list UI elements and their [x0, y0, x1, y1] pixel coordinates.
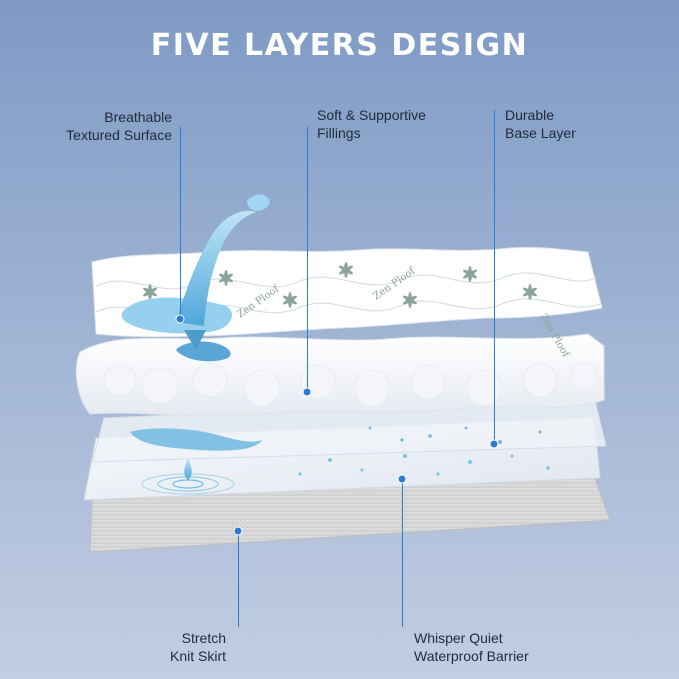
label-line: Knit Skirt: [169, 648, 226, 664]
leader-line-barrier: [402, 479, 403, 627]
water-puddle: [130, 428, 262, 451]
leader-dot-skirt: [233, 526, 243, 536]
leader-dot-surface: [175, 314, 185, 324]
label-fillings: Soft & Supportive Fillings: [317, 106, 487, 142]
leader-dot-base: [489, 439, 499, 449]
label-line: Durable: [505, 107, 555, 123]
label-knit-skirt: Stretch Knit Skirt: [80, 629, 226, 665]
page-title: FIVE LAYERS DESIGN: [150, 28, 529, 63]
label-line: Base Layer: [505, 125, 576, 141]
water-droplets: [298, 454, 550, 476]
label-base-layer: Durable Base Layer: [505, 106, 665, 142]
leader-line-skirt: [238, 531, 239, 627]
leader-line-surface: [180, 127, 181, 319]
leader-line-base: [494, 110, 495, 444]
label-line: Textured Surface: [66, 127, 172, 143]
label-line: Soft & Supportive: [317, 107, 426, 123]
label-line: Stretch: [181, 630, 226, 646]
label-line: Fillings: [317, 125, 361, 141]
label-line: Waterproof Barrier: [414, 648, 529, 664]
label-line: Whisper Quiet: [414, 630, 503, 646]
leader-dot-fillings: [302, 387, 312, 397]
leader-dot-barrier: [397, 474, 407, 484]
label-waterproof-barrier: Whisper Quiet Waterproof Barrier: [414, 629, 614, 665]
leader-line-fillings: [307, 127, 308, 392]
bamboo-leaf-pattern: [143, 262, 537, 308]
label-breathable-surface: Breathable Textured Surface: [20, 108, 172, 144]
label-line: Breathable: [104, 109, 172, 125]
